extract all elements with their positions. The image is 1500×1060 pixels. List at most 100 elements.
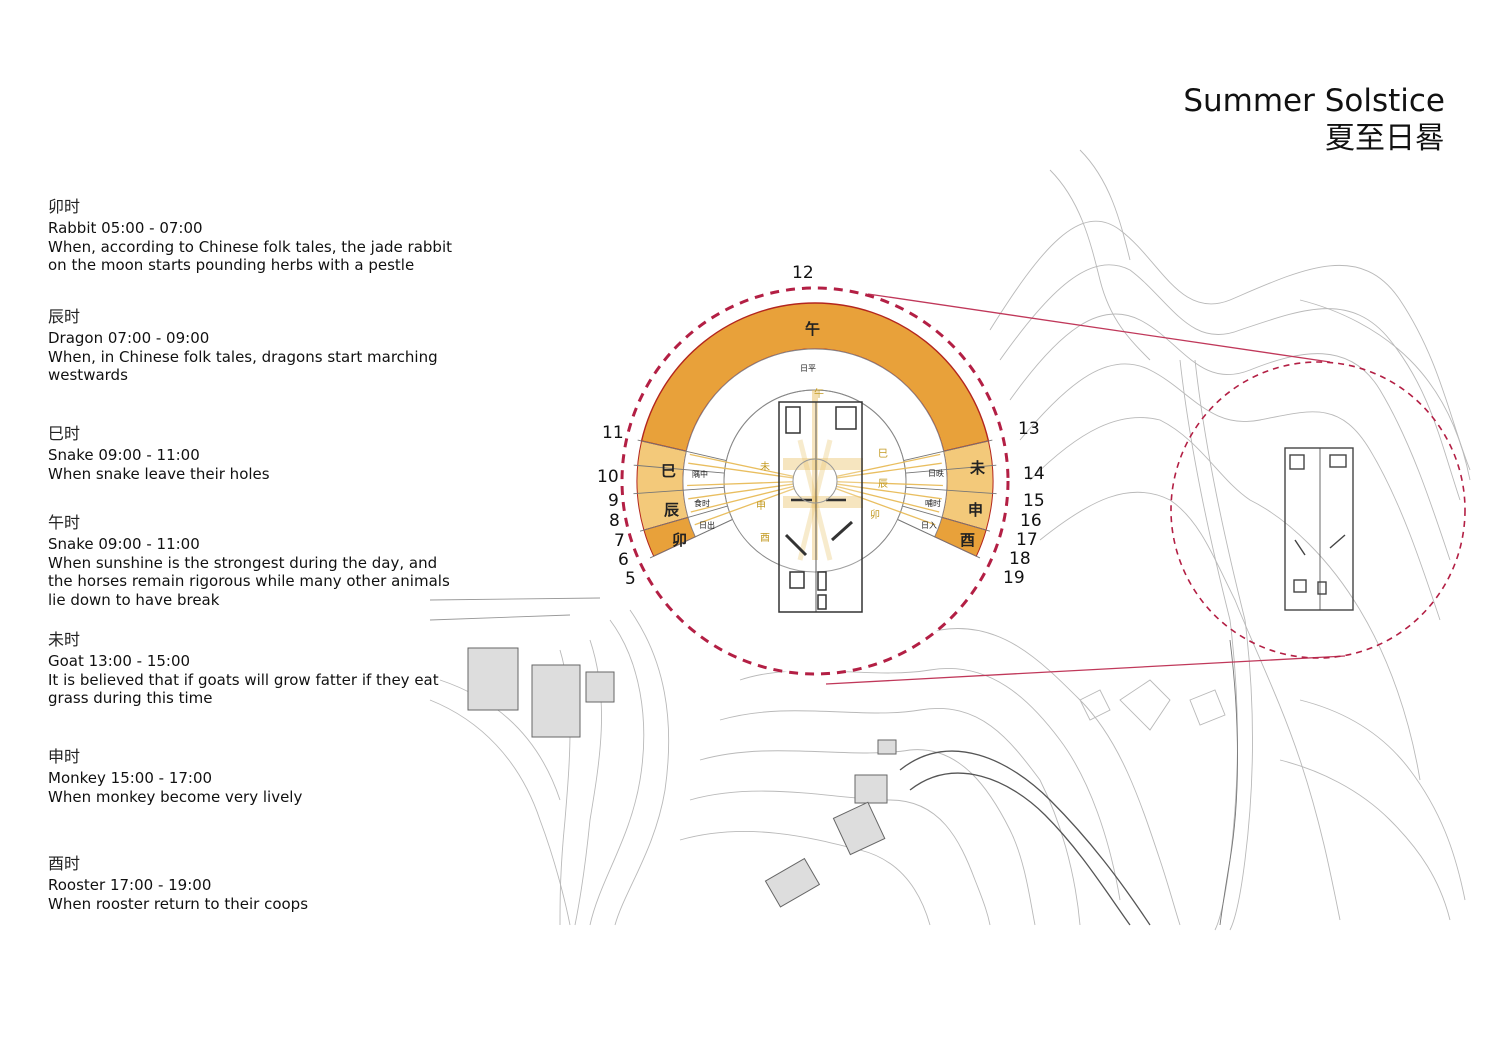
ring-divider <box>897 519 981 559</box>
building-plan-small <box>1284 447 1354 611</box>
ring-divider <box>905 486 997 495</box>
hour-label: 7 <box>614 531 625 551</box>
shadow-label: 午 <box>814 387 824 400</box>
legend-desc-line: When snake leave their holes <box>48 464 270 483</box>
topographic-map <box>429 149 1471 931</box>
shadow-ray <box>836 453 941 478</box>
shadow-ray <box>690 485 794 513</box>
ring-dividers <box>633 439 997 559</box>
ring-divider <box>902 505 991 532</box>
hour-label: 17 <box>1016 530 1038 550</box>
shadow-ray <box>687 481 794 487</box>
ring-label-right: 申 <box>968 501 983 519</box>
hour-label: 19 <box>1003 568 1025 588</box>
legend-desc-line: westwards <box>48 366 128 384</box>
legend-head: Rooster 17:00 - 19:00 <box>48 876 212 894</box>
legend-entry-dragon: 辰时 Dragon 07:00 - 09:00 When, in Chinese… <box>48 306 468 385</box>
ring-label-top: 午 <box>805 320 820 338</box>
legend-entry-horse: 午时 Snake 09:00 - 11:00 When sunshine is … <box>48 512 468 609</box>
inner-label-left: 食时 <box>694 498 710 508</box>
shadow-ray <box>694 487 795 526</box>
hour-label: 16 <box>1020 511 1042 531</box>
zoom-connector-lines <box>825 293 1346 685</box>
legend-desc-line: When rooster return to their coops <box>48 894 309 913</box>
shadow-label: 辰 <box>878 478 888 490</box>
legend-head: Goat 13:00 - 15:00 <box>48 652 191 670</box>
shadow-label: 申 <box>756 499 766 512</box>
legend-zh: 卯时 <box>48 197 81 216</box>
ring-label-left: 巳 <box>661 462 676 480</box>
hour-label: 6 <box>618 550 629 570</box>
hour-label: 13 <box>1018 419 1040 439</box>
detail-circle <box>1170 361 1466 659</box>
inner-label-left: 隅中 <box>692 469 708 479</box>
hour-label: 10 <box>597 467 619 487</box>
hour-label: 18 <box>1009 549 1031 569</box>
hour-label: 8 <box>609 511 620 531</box>
ring-divider <box>633 486 725 495</box>
legend-head: Monkey 15:00 - 17:00 <box>48 769 213 787</box>
legend-entry-rooster: 酉时 Rooster 17:00 - 19:00 When rooster re… <box>48 853 468 913</box>
shadow-ray <box>836 483 942 500</box>
shadow-ray <box>836 462 942 479</box>
ring-divider <box>633 464 725 474</box>
legend-head: Snake 09:00 - 11:00 <box>48 535 200 553</box>
shadow-ray <box>797 439 833 561</box>
shadow-ray <box>688 462 794 479</box>
ring-divider <box>637 439 727 461</box>
inner-label-left: 日出 <box>699 520 715 530</box>
building-plan-main <box>778 401 863 613</box>
ring-label-right: 未 <box>969 459 986 477</box>
legend-zh: 辰时 <box>48 307 81 326</box>
shadow-label: 巳 <box>878 448 888 460</box>
legend-zh: 申时 <box>48 747 81 766</box>
ring-label-left: 辰 <box>664 501 680 519</box>
legend-zh: 未时 <box>48 630 81 649</box>
hour-label: 11 <box>602 423 624 443</box>
shadow-band <box>783 458 863 470</box>
legend-entry-snake: 巳时 Snake 09:00 - 11:00 When snake leave … <box>48 423 468 483</box>
legend-desc-line: grass during this time <box>48 689 213 707</box>
legend-head: Rabbit 05:00 - 07:00 <box>48 219 203 237</box>
inner-label-top: 日平 <box>800 364 816 373</box>
legend-desc-line: lie down to have break <box>48 590 220 609</box>
ring-divider <box>639 505 728 532</box>
title-english: Summer Solstice <box>1183 83 1445 119</box>
legend-desc-line: When sunshine is the strongest during th… <box>48 553 438 572</box>
hour-label: 12 <box>792 263 814 283</box>
ring-label-left: 卯 <box>672 531 687 549</box>
title-chinese: 夏至日晷 <box>1325 121 1445 156</box>
shadow-ray <box>835 487 936 526</box>
legend-head: Snake 09:00 - 11:00 <box>48 446 200 464</box>
inner-label-right: 哺时 <box>925 498 941 508</box>
inner-label-right: 日昳 <box>928 468 944 478</box>
ring-divider <box>903 439 993 461</box>
legend-zh: 午时 <box>48 513 81 532</box>
shadow-label: 酉 <box>760 533 770 544</box>
legend-desc-line: on the moon starts pounding herbs with a… <box>48 256 415 274</box>
hour-label: 15 <box>1023 491 1045 511</box>
legend-desc-line: When, in Chinese folk tales, dragons sta… <box>48 347 438 366</box>
title-block: Summer Solstice 夏至日晷 <box>1183 82 1445 158</box>
legend-zh: 巳时 <box>48 424 81 443</box>
hour-label: 5 <box>625 569 636 589</box>
legend-desc-line: the horses remain rigorous while many ot… <box>48 572 450 590</box>
inner-circle <box>723 389 907 573</box>
ring-divider <box>905 464 997 474</box>
legend-head: Dragon 07:00 - 09:00 <box>48 329 210 347</box>
shadow-ray <box>797 439 833 561</box>
hour-label: 14 <box>1023 464 1045 484</box>
shadow-label: 未 <box>760 461 770 473</box>
shadow-ray <box>836 485 940 513</box>
shadow-ray <box>689 453 794 478</box>
building-footprints <box>467 647 897 908</box>
ring-divider <box>649 519 733 559</box>
legend-desc-line: When monkey become very lively <box>48 787 303 806</box>
legend-entry-goat: 未时 Goat 13:00 - 15:00 It is believed tha… <box>48 629 468 708</box>
inner-label-right: 日入 <box>921 521 937 530</box>
legend-entry-monkey: 申时 Monkey 15:00 - 17:00 When monkey beco… <box>48 746 468 806</box>
